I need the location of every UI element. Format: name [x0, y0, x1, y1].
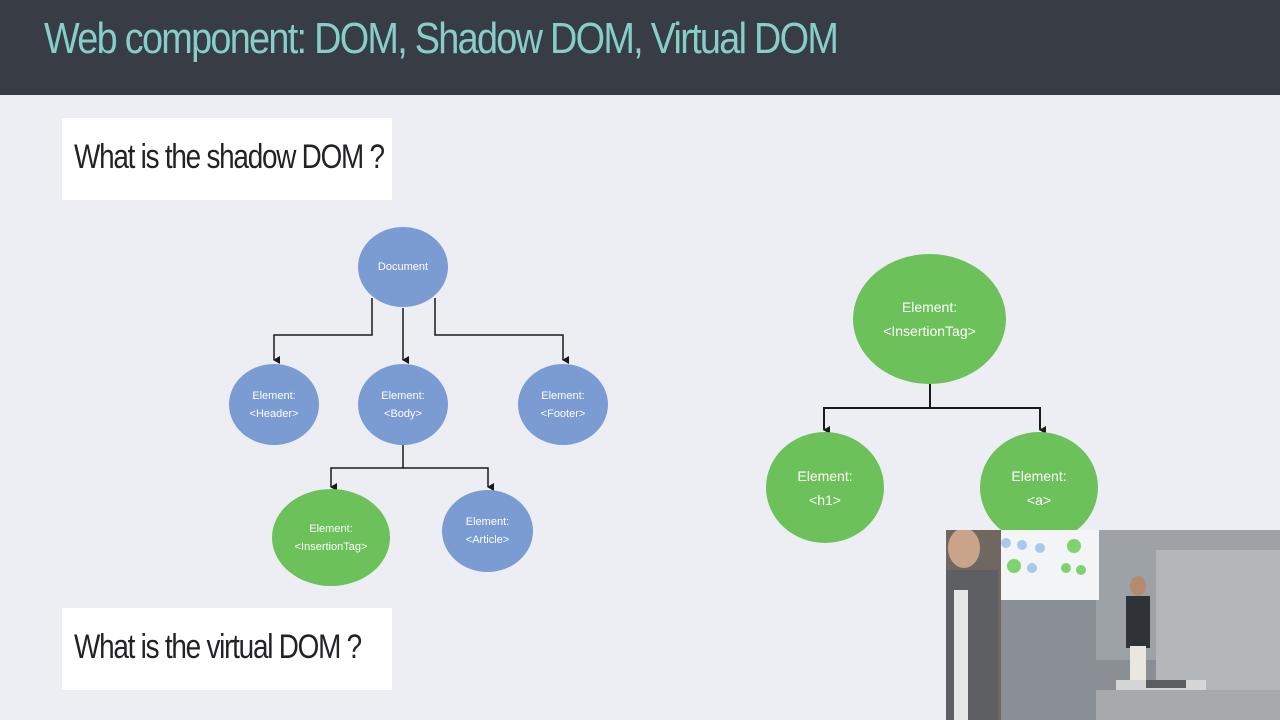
node-label: Element:	[381, 387, 424, 405]
node-insertion-root: Element: <InsertionTag>	[853, 254, 1006, 384]
node-tag: <Article>	[466, 531, 509, 549]
node-document: Document	[358, 227, 448, 307]
connector-document-header	[274, 298, 372, 360]
node-a: Element: <a>	[980, 432, 1098, 543]
connector-body-article	[403, 468, 488, 487]
node-label: Element:	[797, 464, 852, 488]
node-h1: Element: <h1>	[766, 432, 884, 543]
node-tag: <h1>	[809, 488, 841, 512]
node-label: Element:	[541, 387, 584, 405]
node-label: Document	[378, 258, 428, 276]
node-footer: Element: <Footer>	[518, 364, 608, 445]
node-label: Element:	[309, 520, 352, 538]
connector-body-insertion	[331, 445, 403, 487]
node-label: Element:	[902, 295, 957, 319]
node-header: Element: <Header>	[229, 364, 319, 445]
node-tag: <InsertionTag>	[883, 319, 976, 343]
node-body: Element: <Body>	[358, 364, 448, 445]
node-label: Element:	[1011, 464, 1066, 488]
node-insertion-tag: Element: <InsertionTag>	[272, 489, 390, 586]
speaker-video-overlay	[946, 530, 1280, 720]
node-tag: <Footer>	[541, 405, 586, 423]
node-tag: <Header>	[250, 405, 299, 423]
node-article: Element: <Article>	[442, 490, 533, 572]
node-tag: <Body>	[384, 405, 422, 423]
node-label: Element:	[252, 387, 295, 405]
node-tag: <InsertionTag>	[295, 538, 368, 556]
node-tag: <a>	[1027, 488, 1051, 512]
connector-insertion-h1	[824, 384, 930, 430]
node-label: Element:	[466, 513, 509, 531]
connector-document-footer	[435, 298, 563, 360]
speaker-video-image	[946, 530, 1280, 720]
connector-insertion-a	[930, 408, 1040, 430]
